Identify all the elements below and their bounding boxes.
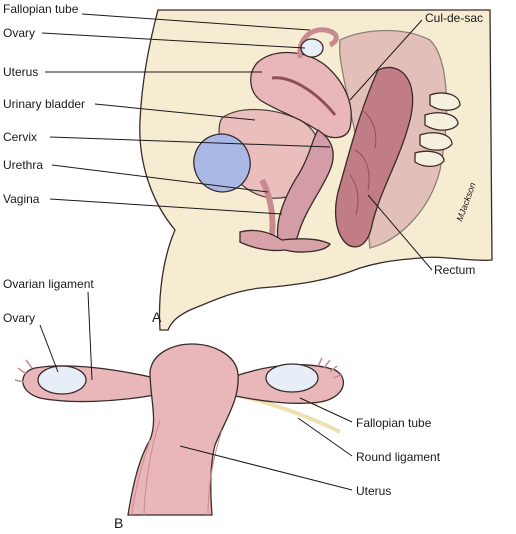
left-fimbriae bbox=[14, 359, 33, 383]
label-uterus-b: Uterus bbox=[356, 484, 391, 498]
uterus-shape bbox=[250, 51, 352, 139]
urethra-shape bbox=[259, 178, 276, 236]
rectum-folds bbox=[349, 109, 377, 216]
panel-letter-a: A bbox=[152, 309, 162, 325]
label-fallopian-tube-b: Fallopian tube bbox=[356, 416, 432, 430]
uterine-cavity bbox=[271, 76, 337, 116]
uterus-body-shape bbox=[127, 343, 239, 516]
rectum-shape bbox=[334, 66, 414, 248]
leader-lines bbox=[39, 13, 433, 491]
label-ovary-a: Ovary bbox=[3, 26, 35, 40]
labels: Fallopian tube Ovary Uterus Urinary blad… bbox=[3, 2, 483, 531]
label-uterus-a: Uterus bbox=[3, 65, 38, 79]
perineum bbox=[239, 229, 331, 253]
panel-a-illustration: MJackson bbox=[139, 9, 493, 331]
label-round-ligament: Round ligament bbox=[356, 450, 441, 464]
sacrum-vertebrae bbox=[414, 92, 461, 168]
panel-b-illustration bbox=[14, 343, 345, 516]
right-fimbriae bbox=[317, 357, 343, 379]
label-cervix: Cervix bbox=[3, 130, 37, 144]
right-ovary-shape bbox=[265, 363, 319, 393]
label-fallopian-tube-a: Fallopian tube bbox=[3, 2, 79, 16]
left-ovary-shape bbox=[37, 365, 87, 395]
label-ovarian-ligament: Ovarian ligament bbox=[3, 277, 94, 291]
uterus-shading bbox=[131, 419, 223, 516]
urinary-bladder-shape bbox=[193, 133, 251, 193]
label-rectum: Rectum bbox=[434, 263, 475, 277]
label-urinary-bladder: Urinary bladder bbox=[3, 97, 85, 111]
label-urethra: Urethra bbox=[3, 158, 43, 172]
label-cul-de-sac: Cul-de-sac bbox=[425, 11, 483, 25]
label-ovary-b: Ovary bbox=[3, 311, 35, 325]
panel-letter-b: B bbox=[114, 515, 123, 531]
label-vagina: Vagina bbox=[3, 192, 40, 206]
